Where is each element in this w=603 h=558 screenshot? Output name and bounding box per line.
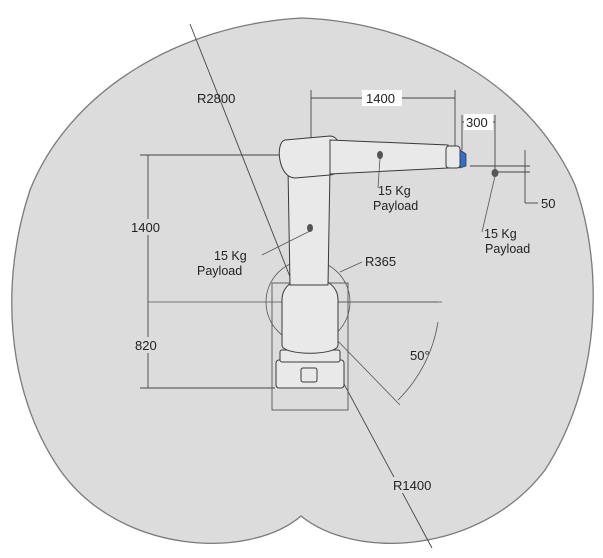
label-r1400: R1400: [393, 478, 431, 493]
label-r2800: R2800: [197, 91, 235, 106]
label-r365: R365: [365, 254, 396, 269]
label-payload-forearm-value: 15 Kg: [378, 184, 411, 198]
robot-shoulder: [281, 277, 339, 354]
payload-marker-upperarm: [307, 224, 313, 232]
angle-arc: [397, 321, 439, 401]
label-payload-upperarm-word: Payload: [197, 264, 242, 278]
label-upper-height: 1400: [131, 220, 160, 235]
label-bg-r1400: [390, 477, 442, 493]
label-tool-drop: 50: [541, 196, 555, 211]
label-arm-length: 1400: [366, 91, 395, 106]
robot-arm: [271, 135, 499, 411]
label-payload-tool-word: Payload: [485, 242, 530, 256]
payload-marker-forearm: [377, 151, 383, 159]
label-payload-forearm-word: Payload: [373, 199, 418, 213]
label-payload-upperarm-value: 15 Kg: [214, 249, 247, 263]
label-base-height: 820: [135, 338, 157, 353]
leader-payload-tool: [481, 175, 496, 233]
robot-wrist: [445, 145, 461, 169]
label-bg-upper-height: [128, 219, 166, 235]
label-bg-wrist: [464, 114, 493, 130]
tool-flange-icon: [459, 149, 467, 169]
leader-r365: [339, 261, 363, 273]
robot-forearm: [329, 139, 449, 175]
radius-line-r2800: [189, 23, 301, 303]
label-bg-arm: [362, 90, 402, 106]
base-connector-icon: [300, 367, 318, 383]
label-payload-tool-value: 15 Kg: [484, 227, 517, 241]
label-bg-base-height: [134, 337, 164, 353]
payload-marker-tool: [491, 169, 499, 177]
leader-payload-upperarm: [261, 230, 311, 256]
label-angle: 50°: [410, 348, 430, 363]
label-wrist-offset: 300: [466, 115, 488, 130]
leader-payload-forearm: [377, 157, 381, 189]
